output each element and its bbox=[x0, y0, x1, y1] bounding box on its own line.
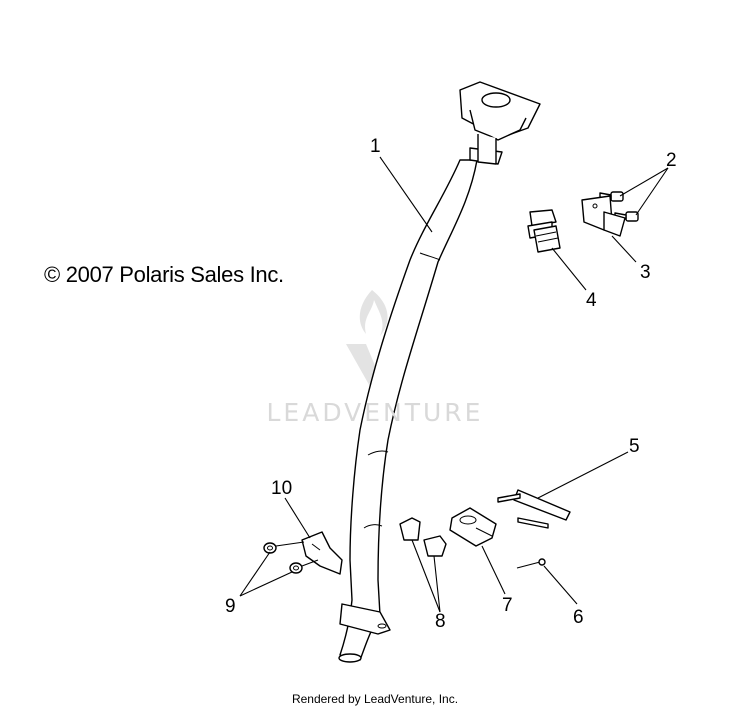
bushing-7 bbox=[449, 507, 497, 547]
callout-5: 5 bbox=[629, 436, 640, 457]
bushing-4 bbox=[527, 209, 561, 253]
callout-10: 10 bbox=[271, 478, 292, 499]
callout-9: 9 bbox=[225, 596, 236, 617]
cotter-pin-6 bbox=[516, 558, 546, 569]
callout-2: 2 bbox=[666, 150, 677, 171]
bushing-8 bbox=[399, 517, 447, 557]
callout-7: 7 bbox=[502, 595, 513, 616]
watermark-text: LEADVENTURE bbox=[266, 398, 484, 427]
leader-lines bbox=[239, 156, 669, 613]
steering-top-mount bbox=[459, 81, 541, 165]
clamp-bracket-10 bbox=[275, 531, 343, 575]
callout-1: 1 bbox=[370, 136, 381, 157]
callout-6: 6 bbox=[573, 607, 584, 628]
bracket-3 bbox=[581, 195, 626, 237]
pin-bracket-5 bbox=[497, 489, 571, 529]
callout-labels: 1 2 3 4 5 6 7 8 9 10 bbox=[225, 136, 677, 632]
copyright-notice: © 2007 Polaris Sales Inc. bbox=[44, 262, 284, 287]
steering-bottom-flange bbox=[339, 603, 391, 635]
footer-credit: Rendered by LeadVenture, Inc. bbox=[291, 692, 459, 706]
callout-8: 8 bbox=[435, 611, 446, 632]
steering-column-tube bbox=[338, 159, 478, 663]
callout-4: 4 bbox=[586, 290, 597, 311]
nut-9 bbox=[263, 542, 303, 574]
callout-3: 3 bbox=[640, 262, 651, 283]
